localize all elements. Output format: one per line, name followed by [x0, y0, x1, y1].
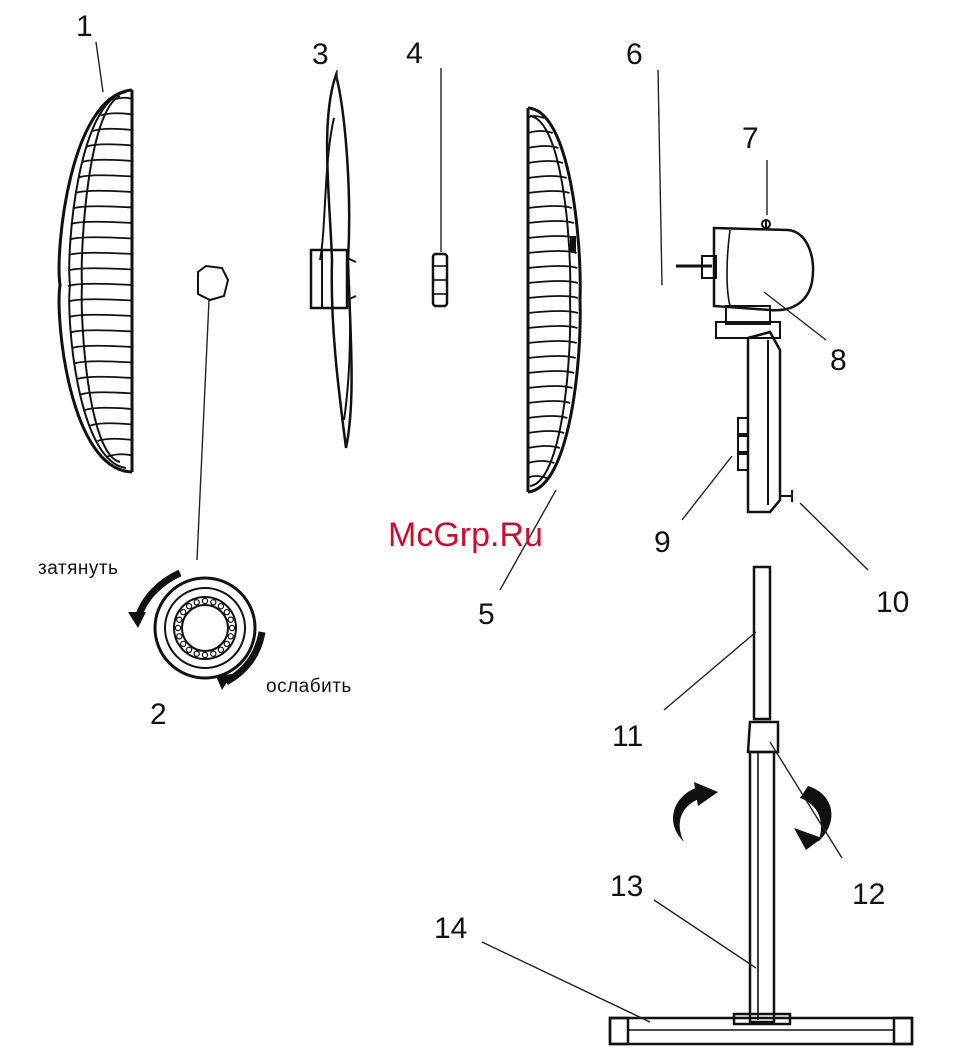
label-4: 4	[406, 37, 423, 70]
label-6: 6	[626, 38, 643, 71]
motor-housing	[676, 220, 813, 338]
fan-blade	[311, 75, 356, 448]
tighten-label: затянуть	[38, 558, 118, 579]
label-5: 5	[478, 598, 495, 631]
locking-nut	[433, 254, 447, 306]
stand-assembly	[610, 567, 912, 1044]
loosen-label: ослабить	[266, 676, 352, 697]
spinner-cap	[197, 266, 228, 560]
label-8: 8	[830, 344, 847, 377]
watermark: McGrp.Ru	[388, 516, 543, 554]
label-2: 2	[150, 698, 167, 731]
label-11: 11	[612, 720, 643, 753]
spinner-rotation-detail	[128, 573, 262, 690]
label-12: 12	[852, 878, 885, 911]
label-7: 7	[742, 122, 759, 155]
front-grille	[59, 90, 132, 472]
control-box	[738, 332, 792, 512]
tighten-arrow-icon	[128, 612, 146, 628]
label-10: 10	[876, 586, 909, 619]
label-9: 9	[654, 526, 671, 559]
label-3: 3	[312, 38, 329, 71]
label-1: 1	[76, 10, 93, 43]
rotate-left-arrow-icon	[673, 782, 718, 842]
rotate-right-arrow-icon	[794, 786, 831, 850]
label-13: 13	[610, 870, 643, 903]
label-14: 14	[434, 912, 467, 945]
